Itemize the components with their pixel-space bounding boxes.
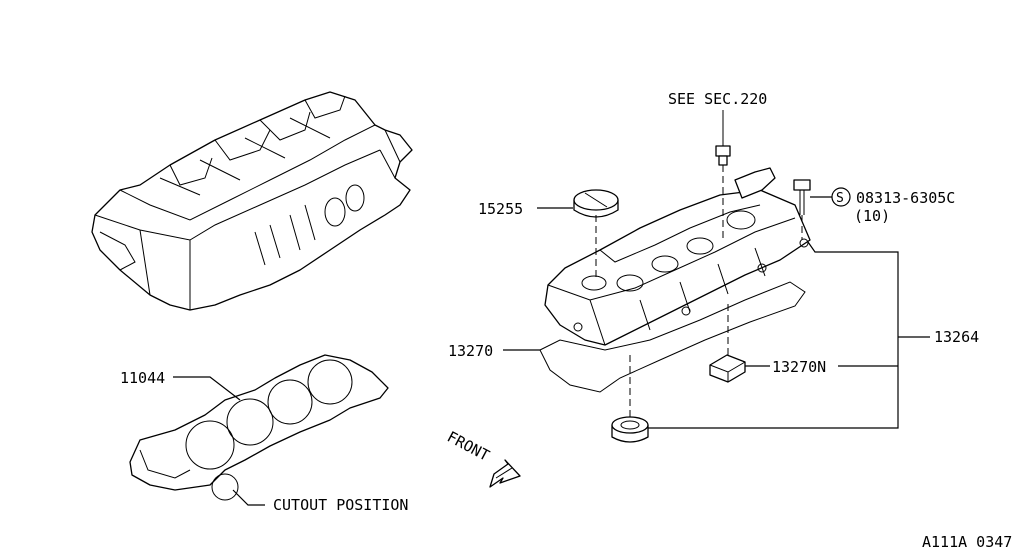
label-13264: 13264 [934,328,979,346]
head-gasket [129,354,389,501]
label-cutout-position: CUTOUT POSITION [273,496,408,514]
label-11044: 11044 [120,369,165,387]
label-08313-6305c: 08313-6305C [856,189,955,207]
rocker-cover-gasket [539,281,806,393]
label-13270n: 13270N [772,358,826,376]
leader-lines [173,187,930,506]
cylinder-head [91,91,413,311]
plug-tube-seal [611,416,649,443]
pcv-valve [715,110,731,166]
label-15255: 15255 [478,200,523,218]
label-front: FRONT [444,428,492,465]
see-sec-label: SEE SEC.220 [668,90,767,108]
cover-bolt [793,179,811,215]
figure-code: A111A 0347 [922,533,1012,551]
oil-filler-cap [573,189,619,218]
rocker-cover [544,167,811,346]
label-13270: 13270 [448,342,493,360]
front-arrow [489,459,521,488]
label-qty-10: (10) [854,207,890,225]
grommet [709,354,746,383]
bolt-symbol: S [836,191,844,206]
